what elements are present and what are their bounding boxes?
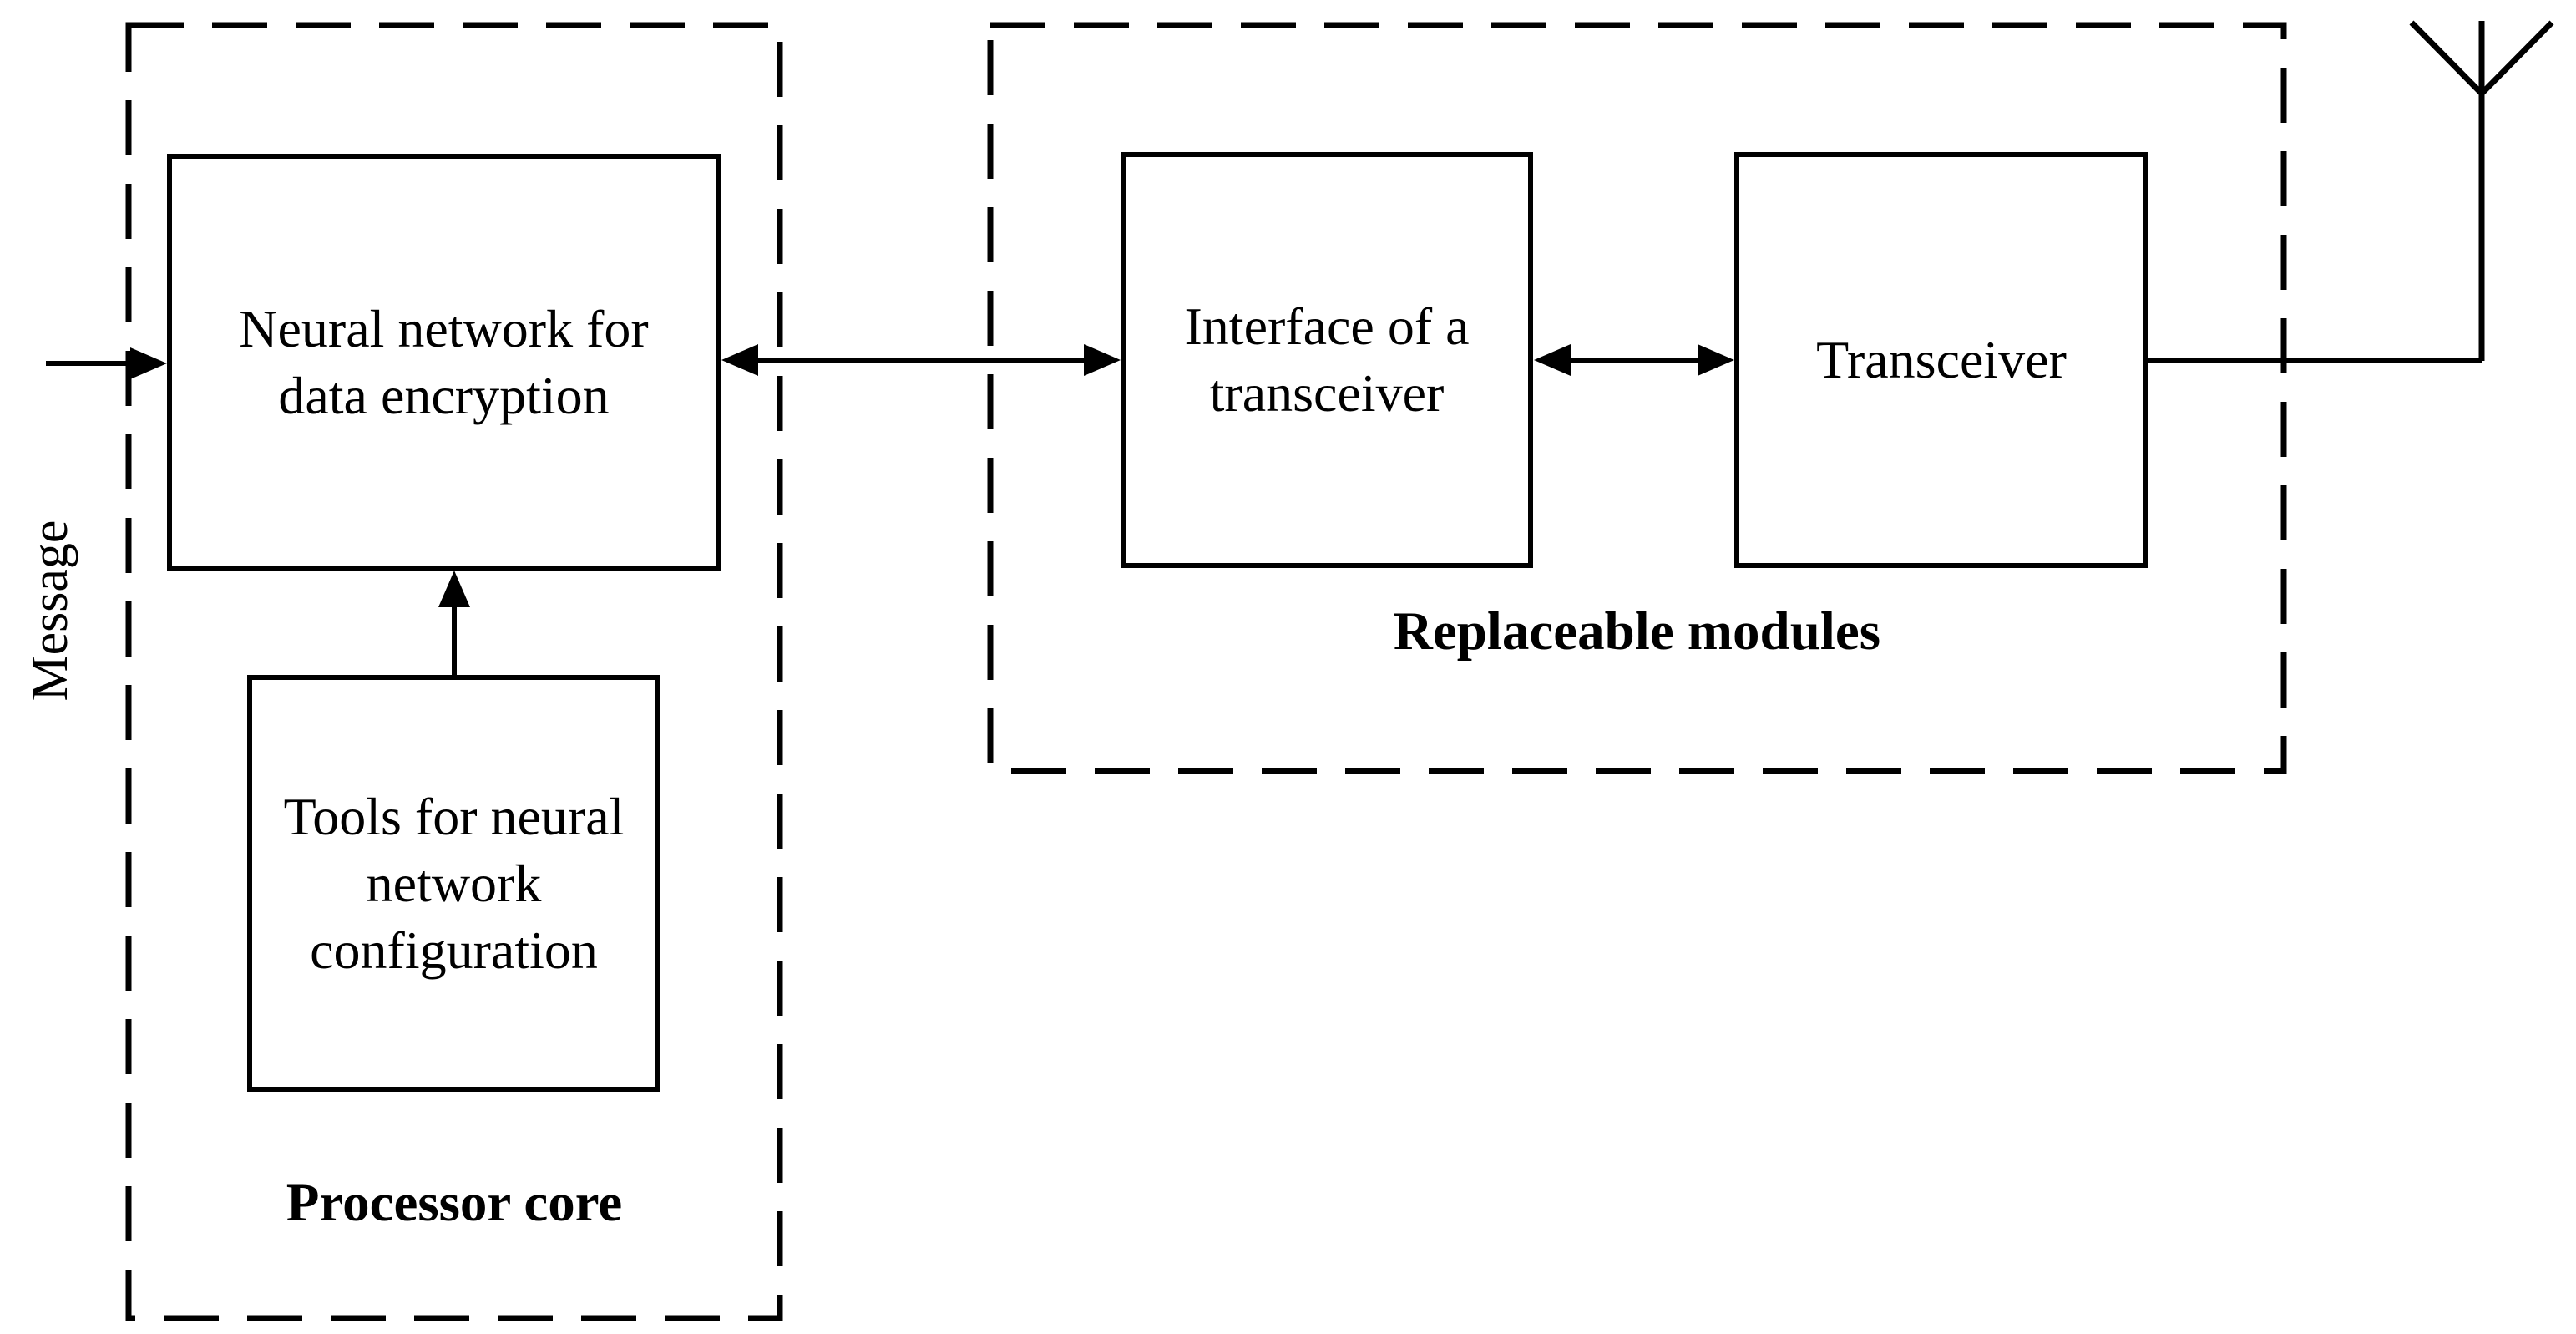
message-arrow (46, 347, 167, 379)
tools-box (247, 675, 660, 1092)
replaceable-modules-dashed-frame (987, 22, 2287, 774)
interface-line1: Interface of a (1184, 297, 1470, 356)
neural-network-box-label: Neural network for data encryption (170, 156, 718, 568)
neural-network-box (167, 154, 721, 571)
transceiver-label: Transceiver (1816, 330, 2067, 389)
neural-network-line1: Neural network for (239, 298, 649, 358)
interface-box (1121, 152, 1533, 568)
replaceable-modules-label: Replaceable modules (1393, 601, 1881, 662)
antenna-icon (2146, 20, 2554, 363)
message-label: Message (21, 520, 78, 702)
interface-line2: transceiver (1209, 363, 1445, 423)
transceiver-box-label: Transceiver (1737, 155, 2146, 566)
tools-line1: Tools for neural (283, 786, 625, 846)
neural-interface-double-arrow (721, 344, 1121, 376)
tools-to-neural-arrow (438, 571, 470, 677)
tools-line3: configuration (310, 920, 598, 980)
tools-box-label: Tools for neural network configuration (250, 677, 658, 1089)
tools-line2: network (366, 853, 542, 913)
neural-network-line2: data encryption (278, 365, 610, 425)
processor-core-label: Processor core (286, 1173, 623, 1233)
transceiver-box (1734, 152, 2148, 568)
processor-core-dashed-frame (125, 22, 783, 1321)
interface-box-label: Interface of a transceiver (1123, 155, 1531, 566)
interface-transceiver-double-arrow (1534, 344, 1734, 376)
